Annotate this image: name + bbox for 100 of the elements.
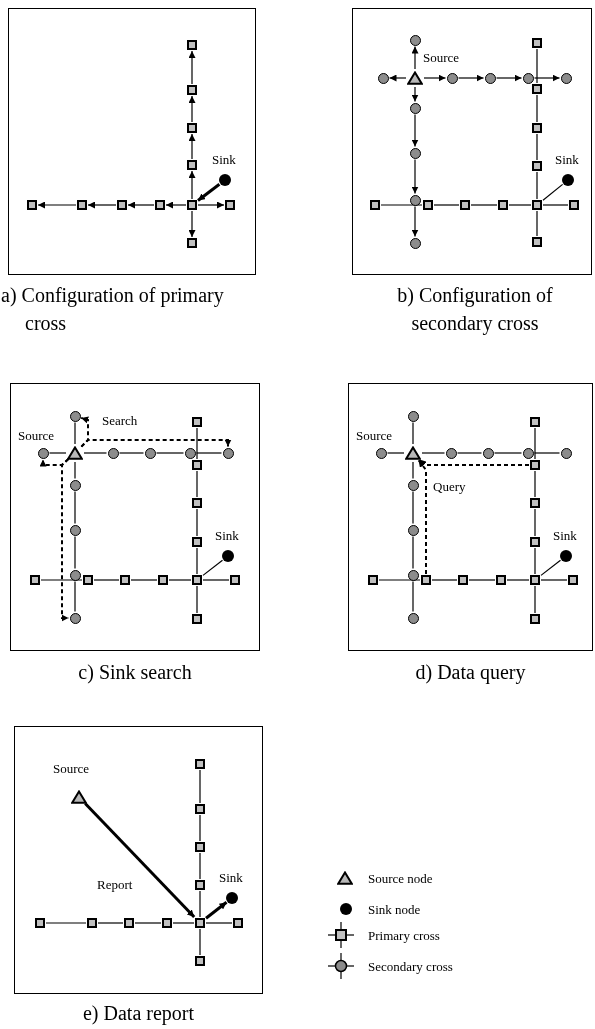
legend-label: Sink node [368, 902, 421, 917]
node-label: Source [423, 50, 460, 65]
connector-line [130, 579, 158, 581]
square-node [230, 575, 240, 585]
square-node [187, 160, 197, 170]
arrow [188, 95, 196, 123]
arrow [197, 201, 225, 209]
node-label: b) Configuration of secondary cross [396, 283, 554, 337]
connector-line [536, 171, 538, 200]
square-node [77, 200, 87, 210]
node-label: c) Sink search [77, 660, 193, 686]
connector-line [412, 535, 414, 570]
connector-line [534, 470, 536, 498]
connector-line [431, 579, 458, 581]
arrow [84, 802, 196, 919]
arrow [457, 74, 485, 82]
connector-line [540, 579, 568, 581]
arrow [411, 158, 419, 195]
connector-line [421, 452, 446, 454]
arrow [388, 74, 407, 82]
connector-line [168, 579, 192, 581]
square-node [187, 238, 197, 248]
square-node [162, 918, 172, 928]
connector-line [493, 452, 523, 454]
square-node [195, 956, 205, 966]
connector-line [534, 427, 536, 460]
node-label: a) Configuration of primary cross [1, 283, 225, 336]
square-node [195, 842, 205, 852]
square-node [87, 918, 97, 928]
square-node [192, 417, 202, 427]
connector-line [199, 928, 201, 956]
square-node [35, 918, 45, 928]
connector-line [412, 580, 414, 613]
square-node [530, 537, 540, 547]
square-node [195, 918, 205, 928]
connector-line [380, 204, 423, 206]
node-label: Sink [553, 528, 577, 543]
node-label: Source [53, 761, 90, 776]
square-node [421, 575, 431, 585]
text-label: Source [356, 428, 393, 443]
square-node [124, 918, 134, 928]
arrow [495, 74, 523, 82]
square-node [530, 417, 540, 427]
connector-line [536, 48, 538, 84]
square-node [195, 880, 205, 890]
connector-line [172, 922, 195, 924]
square-node [187, 123, 197, 133]
legend-label: Primary cross [368, 928, 440, 943]
connector-line [536, 133, 538, 161]
connector-line [456, 452, 483, 454]
connector-line [195, 452, 223, 454]
square-node [233, 918, 243, 928]
connector-line [74, 421, 76, 445]
connector-line [97, 922, 124, 924]
connector-line [534, 508, 536, 537]
connector-line [386, 452, 405, 454]
square-node [192, 575, 202, 585]
connector-line [196, 427, 198, 460]
connector-line [40, 579, 83, 581]
connector-line [433, 204, 460, 206]
node-label: d) Data query [414, 660, 527, 686]
square-node [192, 537, 202, 547]
arrow [37, 201, 77, 209]
legend-label: Secondary cross [368, 959, 453, 974]
connector-line [199, 814, 201, 842]
square-node [568, 575, 578, 585]
connector-line [134, 922, 162, 924]
arrow [87, 201, 117, 209]
connector-line [508, 204, 532, 206]
connector-line [74, 580, 76, 613]
node-label: Sink [219, 870, 243, 885]
node-label: Sink [212, 152, 236, 167]
square-node [120, 575, 130, 585]
connector-line [196, 585, 198, 614]
connector-line [74, 535, 76, 570]
square-node [225, 200, 235, 210]
connector-line [412, 490, 414, 525]
square-node [155, 200, 165, 210]
arrow [188, 210, 196, 238]
connector-line [199, 852, 201, 880]
source-triangle [67, 446, 83, 460]
square-node [460, 200, 470, 210]
connector-line [540, 559, 562, 576]
connector-line [205, 922, 233, 924]
connector-line [534, 547, 536, 575]
connector-line [470, 204, 498, 206]
arrow [127, 201, 155, 209]
arrow [411, 205, 419, 238]
square-node [532, 123, 542, 133]
square-node [187, 85, 197, 95]
square-node [195, 759, 205, 769]
edge-label: Search [101, 413, 139, 428]
source-triangle [71, 790, 87, 804]
connector-line [534, 585, 536, 614]
square-node [192, 460, 202, 470]
square-node [530, 575, 540, 585]
connector-line [536, 210, 538, 237]
square-node [83, 575, 93, 585]
connector-line [45, 922, 87, 924]
connector-line [199, 769, 201, 804]
